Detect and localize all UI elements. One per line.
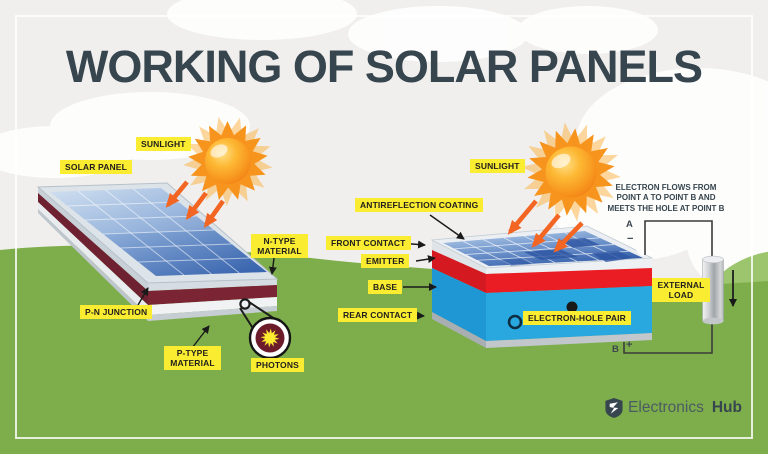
right-sun-icon	[521, 122, 621, 222]
brand-suffix: Hub	[711, 399, 742, 416]
electron-flow-note: ELECTRON FLOWS FROM POINT A TO POINT B A…	[604, 183, 728, 214]
label-sunlight-left: SUNLIGHT	[136, 137, 191, 152]
label-emitter: EMITTER	[361, 254, 410, 269]
brand-name: Electronics	[628, 399, 704, 416]
right-sunray-arrows	[507, 199, 584, 253]
label-base: BASE	[368, 280, 403, 295]
terminal-b-label: B	[612, 344, 619, 355]
label-n-type-material: N-TYPE MATERIAL	[251, 234, 308, 259]
label-photons: PHOTONS	[251, 358, 304, 373]
label-p-type-material: P-TYPE MATERIAL	[164, 346, 221, 371]
label-electron-hole-pair: ELECTRON-HOLE PAIR	[523, 311, 631, 326]
photons-magnifier	[239, 298, 292, 360]
solar-cell-cross-section	[430, 225, 654, 348]
note-line-2: POINT A TO POINT B AND	[616, 193, 716, 203]
label-solar-panel: SOLAR PANEL	[60, 160, 132, 175]
label-front-contact: FRONT CONTACT	[326, 236, 411, 251]
photon-burst-icon	[260, 328, 280, 348]
terminal-negative-sign: −	[627, 233, 634, 245]
circuit-wires	[623, 220, 713, 354]
label-rear-contact: REAR CONTACT	[338, 308, 418, 323]
label-sunlight-right: SUNLIGHT	[470, 159, 525, 174]
label-antireflection-coating: ANTIREFLECTION COATING	[355, 198, 484, 213]
note-line-1: ELECTRON FLOWS FROM	[615, 183, 717, 192]
label-external-load: EXTERNAL LOAD	[652, 278, 710, 303]
shield-icon	[605, 398, 623, 418]
left-solar-panel-illustration	[36, 182, 279, 321]
terminal-positive-sign: +	[626, 339, 633, 351]
label-leader-arrows	[137, 214, 465, 349]
note-line-3: MEETS THE HOLE AT POINT B	[607, 203, 725, 213]
hole-circle	[507, 314, 523, 330]
label-pn-junction: P-N JUNCTION	[80, 305, 153, 320]
terminal-a-label: A	[626, 219, 633, 230]
electronics-hub-logo: Electronics Hub	[605, 398, 742, 418]
left-sun-icon	[183, 117, 273, 206]
page-title: WORKING OF SOLAR PANELS	[65, 41, 703, 92]
left-sunray-arrows	[165, 180, 225, 229]
electron-dot	[566, 301, 578, 313]
external-load-cylinder	[702, 255, 724, 325]
